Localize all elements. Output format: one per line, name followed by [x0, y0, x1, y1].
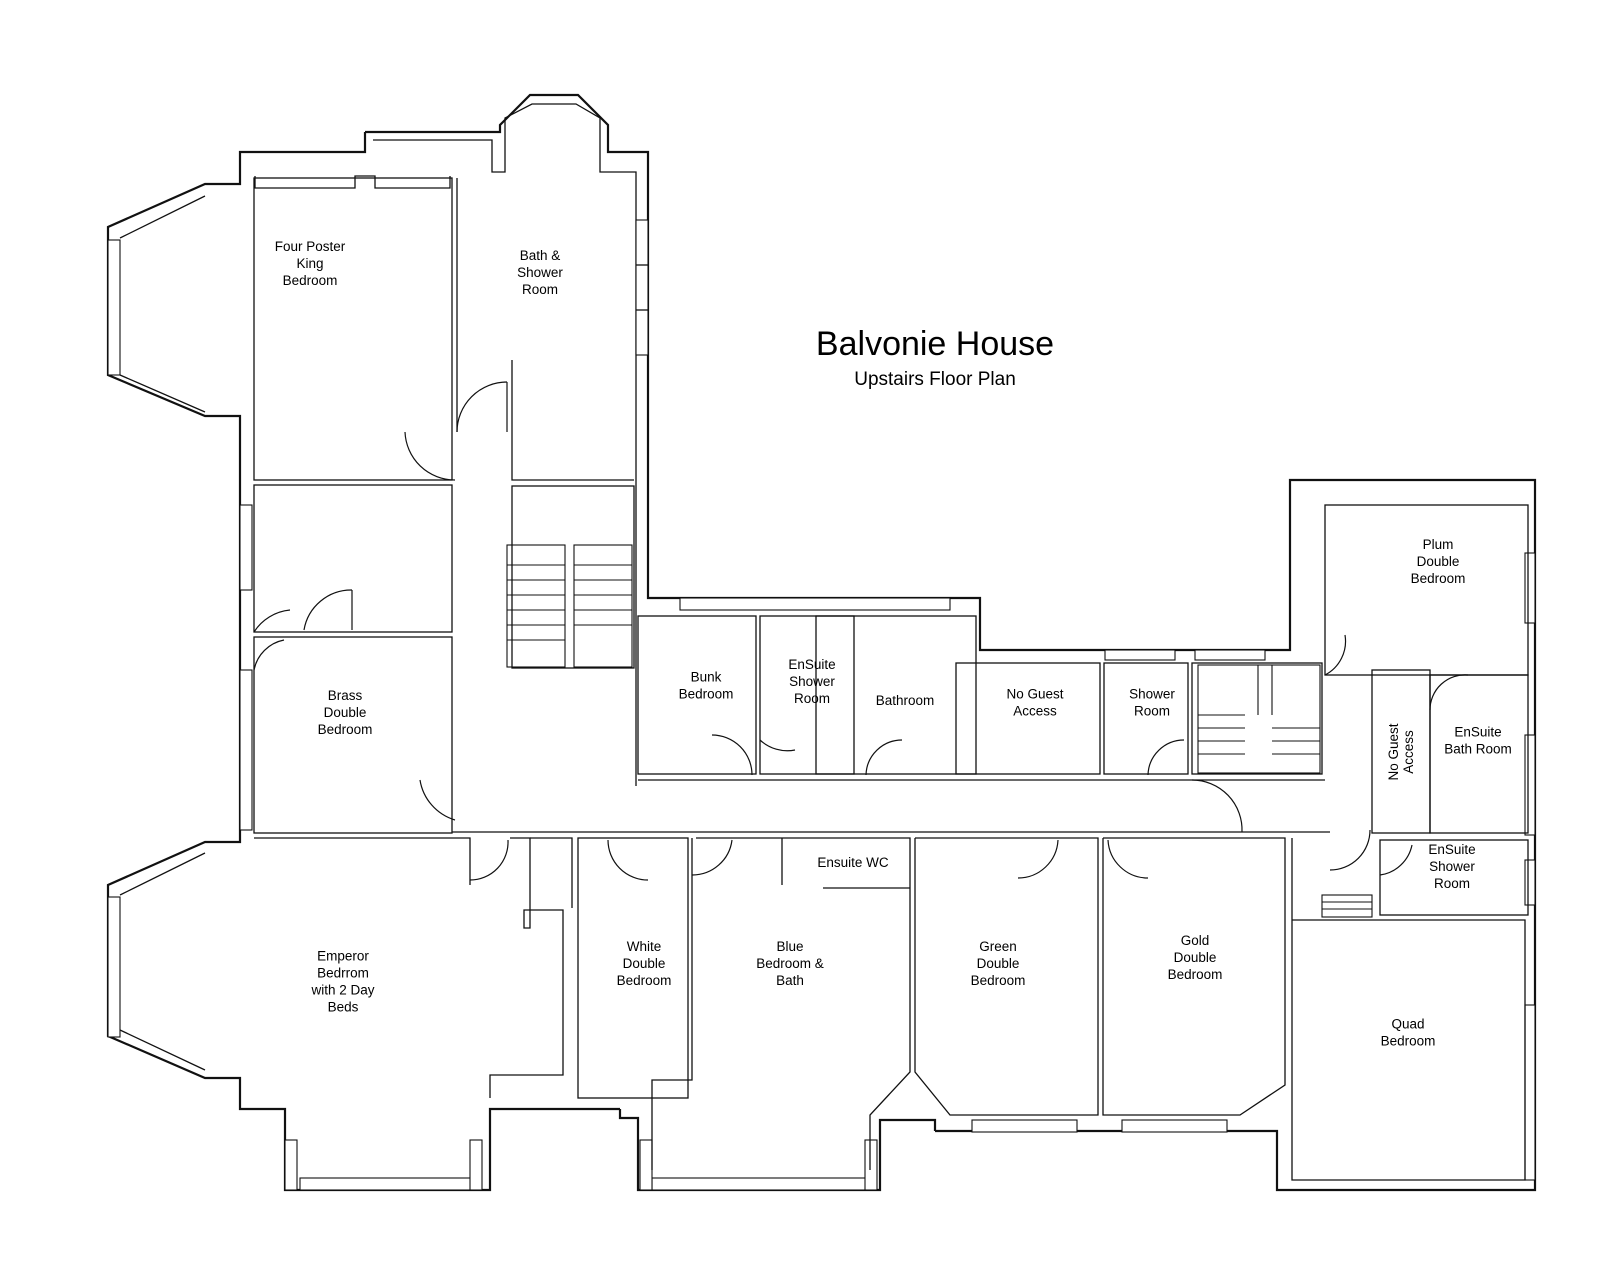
stairs [506, 544, 1373, 918]
windows [107, 195, 1536, 1191]
room-label-bathroom: Bathroom [876, 693, 935, 708]
interior-walls [253, 177, 1529, 1181]
room-label-no-guest-2: No GuestAccess [1386, 723, 1416, 780]
door-swings [253, 381, 1469, 881]
plan-subtitle: Upstairs Floor Plan [854, 369, 1016, 390]
room-label-ensuite-wc: Ensuite WC [817, 855, 889, 870]
plan-title: Balvonie House [816, 325, 1054, 363]
